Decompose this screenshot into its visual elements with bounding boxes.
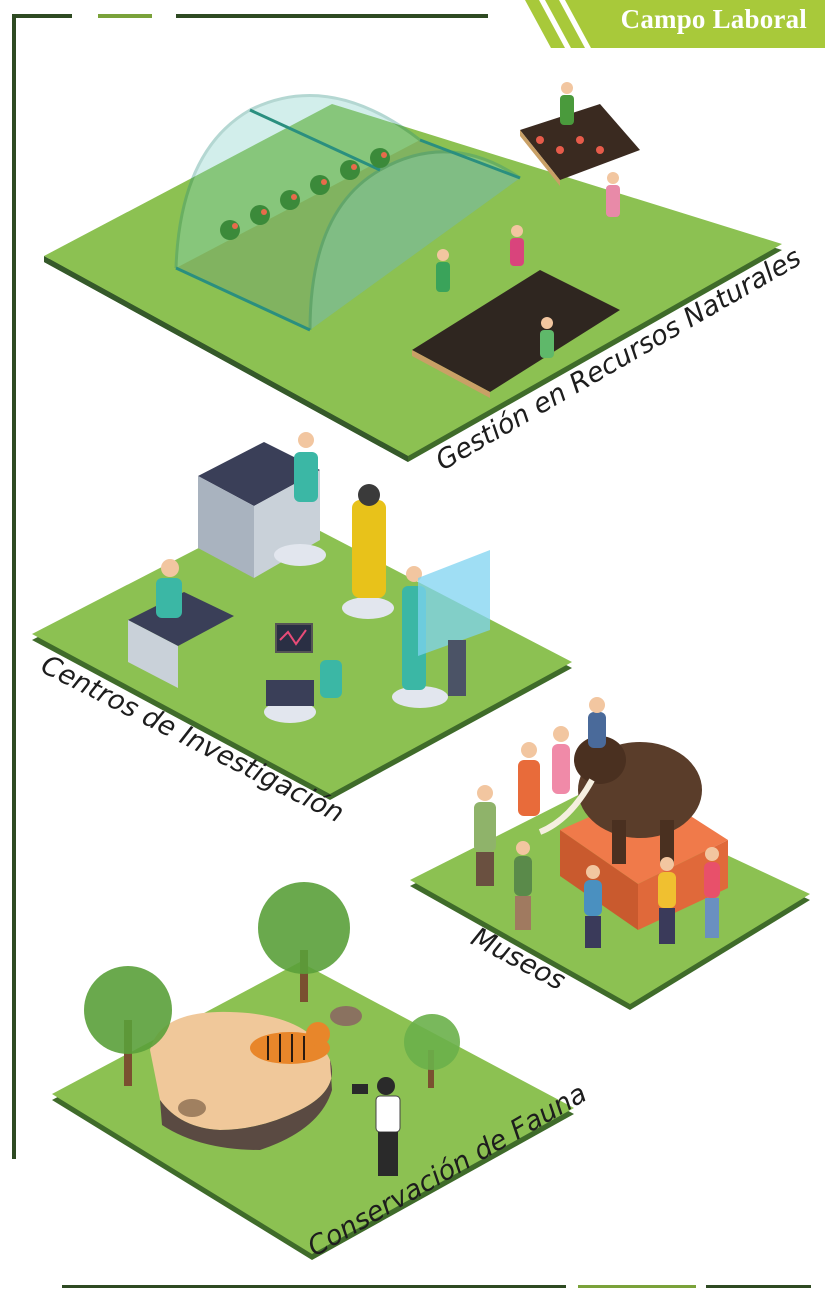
tiger-figure bbox=[250, 1022, 330, 1064]
frame-top-line-1 bbox=[12, 14, 72, 18]
greenhouse-platform bbox=[44, 104, 782, 462]
worker-figure bbox=[606, 172, 620, 217]
visitor-figure bbox=[588, 697, 606, 748]
visitor-figure bbox=[658, 857, 676, 944]
page-title: Campo Laboral bbox=[620, 4, 807, 34]
header-banner: Campo Laboral bbox=[525, 0, 825, 48]
museum-illustration bbox=[474, 697, 728, 948]
tree-icon bbox=[84, 966, 172, 1086]
photographer-figure bbox=[352, 1077, 401, 1176]
frame-left-line bbox=[12, 14, 16, 1159]
frame-top-line-2 bbox=[98, 14, 152, 18]
greenhouse-illustration bbox=[174, 82, 640, 398]
visitor-figure bbox=[704, 847, 720, 938]
tree-icon bbox=[404, 1014, 460, 1088]
visitor-figure bbox=[552, 726, 570, 794]
visitor-figure bbox=[474, 785, 496, 886]
tree-icon bbox=[258, 882, 350, 1002]
visitor-figure bbox=[518, 742, 540, 816]
wildlife-illustration bbox=[84, 882, 460, 1176]
visitor-figure bbox=[584, 865, 602, 948]
frame-bottom-line-3 bbox=[706, 1285, 811, 1288]
frame-bottom-line-2 bbox=[578, 1285, 696, 1288]
frame-bottom-line-1 bbox=[62, 1285, 566, 1288]
frame-top-line-3 bbox=[176, 14, 488, 18]
worker-figure bbox=[560, 82, 574, 125]
worker-figure bbox=[436, 249, 450, 292]
worker-figure bbox=[540, 317, 554, 358]
lab-illustration bbox=[128, 432, 490, 723]
visitor-figure bbox=[514, 841, 532, 930]
worker-figure bbox=[510, 225, 524, 266]
